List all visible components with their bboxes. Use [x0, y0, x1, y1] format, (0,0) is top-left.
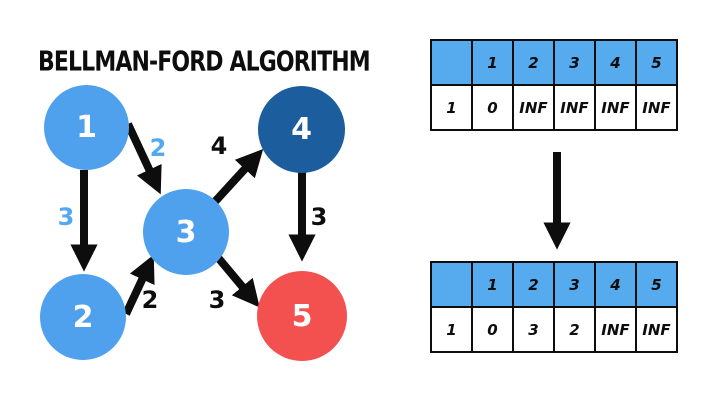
table-value-row: 1 0 INF INF INF INF	[430, 84, 678, 131]
edge-weight-4-5: 3	[310, 203, 328, 231]
distance-table-initial-grid: 1 2 3 4 5 1 0 INF INF INF INF	[430, 39, 678, 131]
edge-weight-1-3: 2	[149, 134, 167, 162]
graph-node-1: 1	[44, 85, 129, 170]
header-cell-5: 5	[635, 261, 678, 308]
edge-1-3	[124, 122, 162, 195]
table-value-row: 1 0 3 2 INF INF	[430, 306, 678, 353]
value-cell-4: INF	[594, 306, 637, 353]
value-cell-5: INF	[635, 84, 678, 131]
value-cell-1: 0	[471, 306, 514, 353]
graph-node-5: 5	[257, 271, 347, 361]
header-cell-3: 3	[553, 39, 596, 86]
distance-table-initial: 1 2 3 4 5 1 0 INF INF INF INF	[430, 39, 678, 131]
header-cell-3: 3	[553, 261, 596, 308]
graph-panel: 1 2 3 4 5 3 2 2 4 3 3	[40, 85, 347, 361]
graph-node-4: 4	[258, 86, 345, 173]
page-title: BELLMAN-FORD ALGORITHM	[38, 45, 371, 77]
header-cell-1: 1	[471, 39, 514, 86]
value-cell-5: INF	[635, 306, 678, 353]
distance-table-after-grid: 1 2 3 4 5 1 0 3 2 INF INF	[430, 261, 678, 353]
edge-weight-3-4: 4	[210, 132, 228, 160]
edge-weight-2-3: 2	[141, 286, 159, 314]
table-header-row: 1 2 3 4 5	[430, 261, 678, 308]
header-cell-4: 4	[594, 39, 637, 86]
value-cell-4: INF	[594, 84, 637, 131]
distance-table-after: 1 2 3 4 5 1 0 3 2 INF INF	[430, 261, 678, 353]
table-header-row: 1 2 3 4 5	[430, 39, 678, 86]
header-cell-corner	[430, 39, 473, 86]
value-cell-iteration: 1	[430, 306, 473, 353]
header-cell-2: 2	[512, 39, 555, 86]
value-cell-1: 0	[471, 84, 514, 131]
value-cell-iteration: 1	[430, 84, 473, 131]
value-cell-2: 3	[512, 306, 555, 353]
value-cell-3: 2	[553, 306, 596, 353]
graph-node-3: 3	[143, 189, 229, 275]
header-cell-5: 5	[635, 39, 678, 86]
value-cell-2: INF	[512, 84, 555, 131]
header-cell-2: 2	[512, 261, 555, 308]
value-cell-3: INF	[553, 84, 596, 131]
graph-node-2: 2	[40, 274, 126, 360]
edge-weight-1-2: 3	[57, 203, 75, 231]
edge-2-3	[122, 254, 155, 316]
header-cell-4: 4	[594, 261, 637, 308]
header-cell-1: 1	[471, 261, 514, 308]
header-cell-corner	[430, 261, 473, 308]
edge-weight-3-5: 3	[208, 286, 226, 314]
